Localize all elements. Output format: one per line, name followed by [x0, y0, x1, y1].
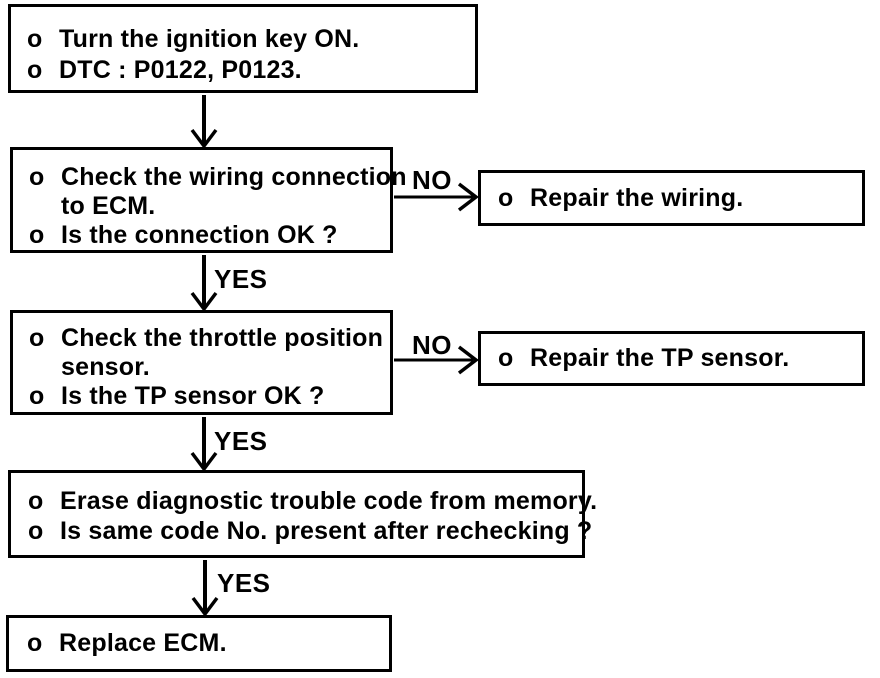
label-yes-1: YES: [214, 264, 268, 294]
node-text-line: Check the wiring connection: [61, 163, 407, 191]
bullet-row: o Repair the wiring.: [498, 184, 743, 213]
bullet-marker: o: [28, 517, 44, 545]
node-text-line: DTC : P0122, P0123.: [59, 56, 302, 84]
node-check-tp-sensor: o Check the throttle position sensor. o …: [10, 310, 393, 415]
bullet-row: o Check the wiring connection: [29, 163, 407, 192]
bullet-marker: o: [29, 324, 45, 352]
node-replace-ecm: o Replace ECM.: [6, 615, 392, 672]
node-erase-dtc: o Erase diagnostic trouble code from mem…: [8, 470, 597, 558]
bullet-row: to ECM.: [29, 192, 382, 221]
label-yes-3: YES: [217, 568, 271, 598]
bullet-marker: o: [29, 382, 45, 410]
bullet-marker: o: [498, 183, 514, 212]
node-check-wiring: o Check the wiring connection to ECM. o …: [10, 147, 407, 253]
bullet-marker: o: [29, 163, 45, 191]
node-text-line: Is the TP sensor OK ?: [61, 382, 325, 410]
node-text-line: Erase diagnostic trouble code from memor…: [60, 487, 598, 515]
node-start: o Turn the ignition key ON. o DTC : P012…: [8, 4, 478, 93]
label-yes-2: YES: [214, 426, 268, 456]
arrowhead-down-3: [190, 451, 218, 472]
bullet-row: o Is same code No. present after recheck…: [28, 516, 592, 546]
node-text-line: Turn the ignition key ON.: [59, 25, 360, 53]
bullet-row: o Check the throttle position: [29, 324, 384, 353]
node-text-line: Is same code No. present after recheckin…: [60, 517, 593, 545]
node-repair-wiring: o Repair the wiring.: [478, 170, 865, 226]
node-text-line: Repair the wiring.: [530, 183, 744, 212]
node-text-line: Replace ECM.: [59, 629, 227, 657]
bullet-row: o DTC : P0122, P0123.: [27, 55, 467, 86]
arrowhead-right-2: [457, 345, 479, 375]
node-text-line: to ECM.: [61, 192, 156, 220]
arrowhead-down-2: [190, 291, 218, 312]
bullet-marker: o: [27, 56, 43, 84]
label-no-1: NO: [412, 165, 452, 195]
label-no-2: NO: [412, 330, 452, 360]
bullet-marker: o: [27, 25, 43, 53]
bullet-marker: o: [27, 629, 43, 657]
bullet-row: o Is the TP sensor OK ?: [29, 382, 382, 411]
bullet-row: sensor.: [29, 353, 382, 382]
bullet-row: o Erase diagnostic trouble code from mem…: [28, 486, 597, 516]
node-text-line: Is the connection OK ?: [61, 221, 338, 249]
bullet-row: o Turn the ignition key ON.: [27, 24, 467, 55]
bullet-marker: o: [29, 221, 45, 249]
arrowhead-right-1: [457, 182, 479, 212]
arrowhead-down-4: [191, 596, 219, 617]
bullet-marker: o: [28, 487, 44, 515]
node-repair-tp-sensor: o Repair the TP sensor.: [478, 331, 865, 386]
bullet-marker: o: [498, 344, 514, 372]
node-text-line: Repair the TP sensor.: [530, 344, 790, 372]
bullet-row: o Replace ECM.: [27, 629, 227, 658]
bullet-row: o Repair the TP sensor.: [498, 344, 789, 373]
bullet-row: o Is the connection OK ?: [29, 221, 382, 250]
node-text-line: sensor.: [61, 353, 150, 381]
arrowhead-down-1: [190, 128, 218, 149]
node-text-line: Check the throttle position: [61, 324, 384, 352]
